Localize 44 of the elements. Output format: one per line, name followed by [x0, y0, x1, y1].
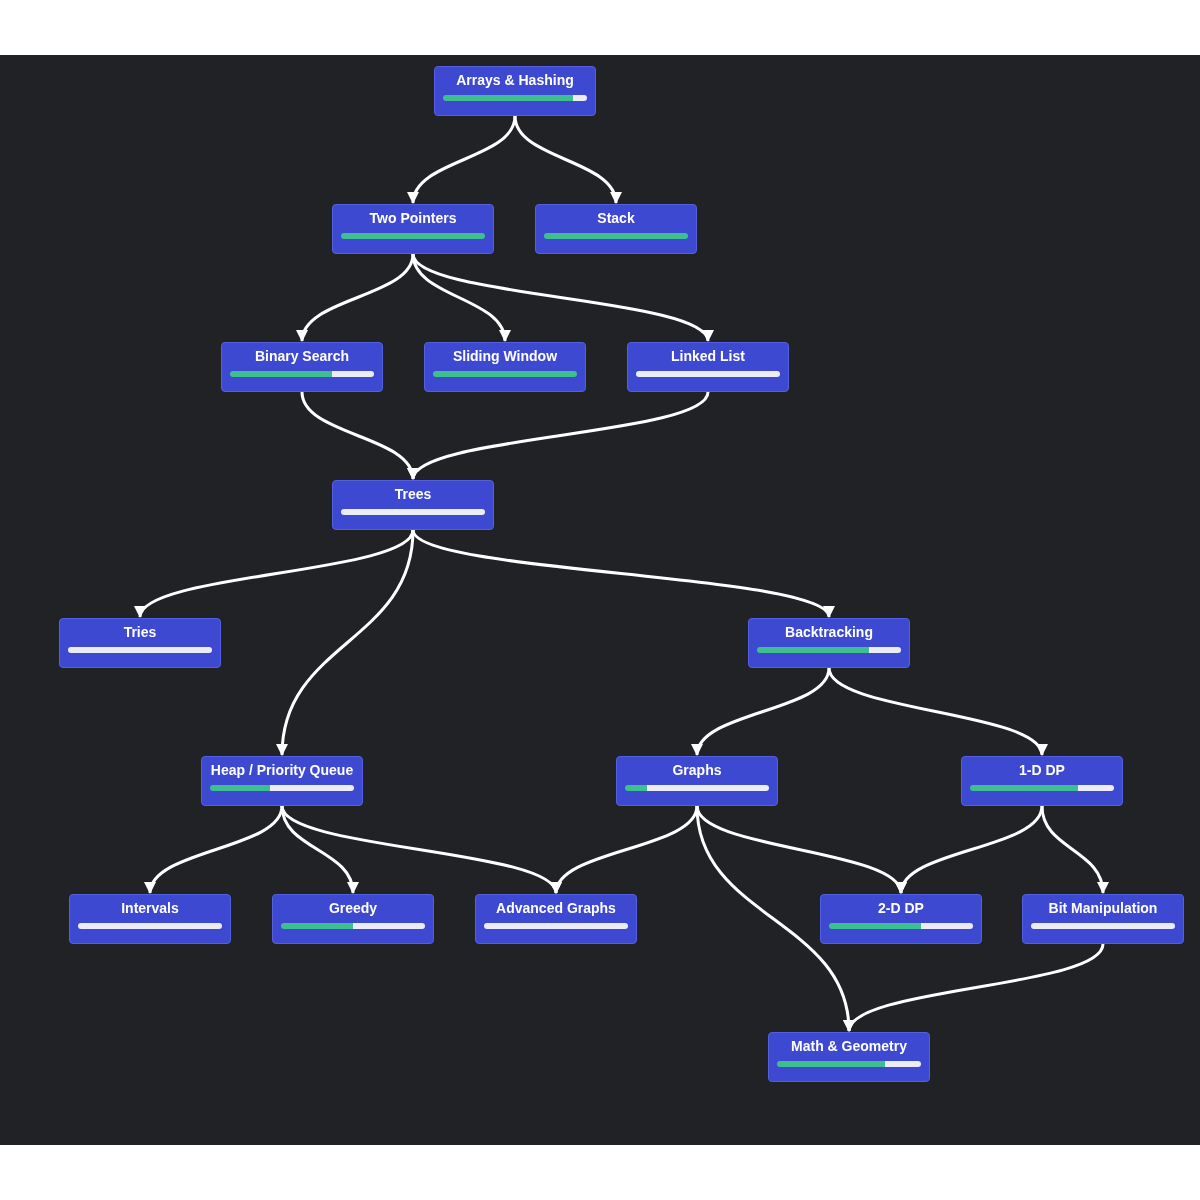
topic-title: Graphs [671, 762, 723, 778]
topic-card [748, 618, 910, 668]
topic-title: Stack [596, 210, 636, 226]
topic-title: Advanced Graphs [495, 900, 617, 916]
topic-title: Heap / Priority Queue [209, 762, 355, 778]
topic-card [535, 204, 697, 254]
topic-title: Arrays & Hashing [455, 72, 575, 88]
topic-card [272, 894, 434, 944]
topic-card [332, 204, 494, 254]
topic-title: 1-D DP [1018, 762, 1066, 778]
topic-title: Linked List [670, 348, 746, 364]
topic-title: 2-D DP [877, 900, 925, 916]
topic-title: Intervals [120, 900, 180, 916]
topic-card [616, 756, 778, 806]
topic-card [1022, 894, 1184, 944]
arrow [1040, 805, 1108, 894]
topic-card [201, 756, 363, 806]
arrow [409, 115, 517, 204]
topic-card [627, 342, 789, 392]
arrow [898, 805, 1044, 894]
topic-title: Greedy [327, 900, 379, 916]
arrow [298, 253, 415, 342]
topic-card [69, 894, 231, 944]
topic-card [475, 894, 637, 944]
topic-card [768, 1032, 930, 1082]
topic-card [961, 756, 1123, 806]
arrow [553, 805, 699, 894]
topic-title: Binary Search [253, 348, 351, 364]
topic-card [59, 618, 221, 668]
arrow [693, 667, 831, 756]
topic-title: Math & Geometry [790, 1038, 908, 1054]
topic-title: Tries [122, 624, 158, 640]
topic-title: Two Pointers [368, 210, 458, 226]
topic-card [820, 894, 982, 944]
topic-card [221, 342, 383, 392]
topic-card [434, 66, 596, 116]
topic-title: Bit Manipulation [1047, 900, 1159, 916]
topic-title: Trees [393, 486, 433, 502]
topic-title: Backtracking [784, 624, 874, 640]
arrow [146, 805, 284, 894]
topic-title: Sliding Window [451, 348, 559, 364]
topic-card [332, 480, 494, 530]
topic-card [424, 342, 586, 392]
arrow [513, 115, 620, 204]
